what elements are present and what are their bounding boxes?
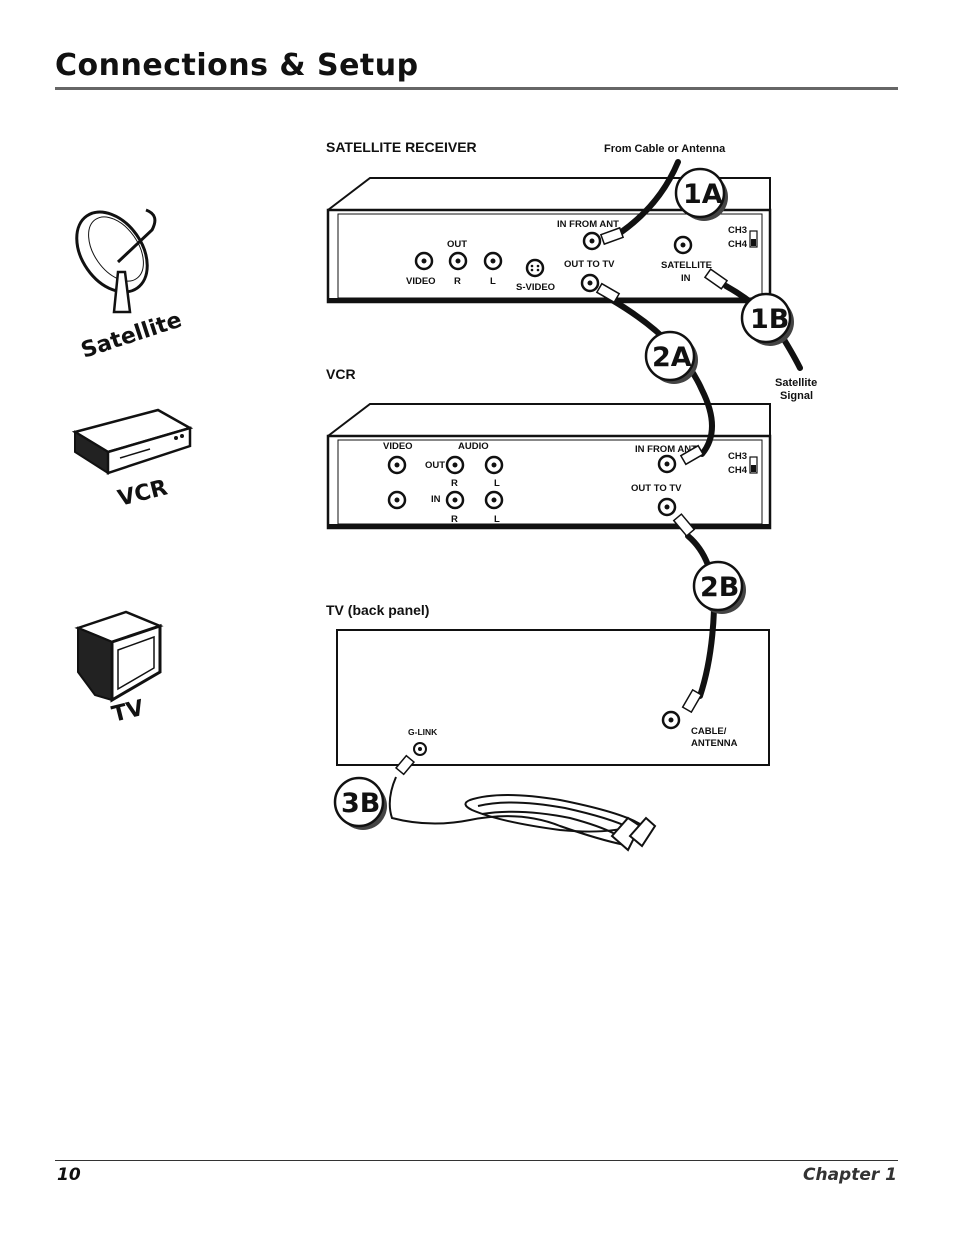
tv-heading: TV (back panel) — [326, 602, 429, 618]
vcr-audio-out-r-jack — [445, 455, 465, 475]
satellite-receiver-box — [326, 177, 772, 304]
vcr-out-to-tv-jack — [657, 497, 677, 517]
vcr-heading: VCR — [326, 366, 356, 382]
svg-text:2A: 2A — [652, 342, 692, 373]
step-badge-1b: 1B — [740, 292, 794, 346]
vcr-ch4-label: CH4 — [728, 465, 748, 476]
step-badge-1a: 1A — [674, 167, 728, 221]
tv-cable-label-1: CABLE/ — [691, 726, 727, 737]
vcr-in-r-label: R — [451, 514, 458, 525]
vcr-icon — [71, 408, 194, 475]
vcr-in-from-ant-jack — [657, 454, 677, 474]
cable-2a — [595, 282, 715, 466]
sat-in-label: IN — [681, 273, 691, 284]
vcr-video-label: VIDEO — [383, 441, 413, 452]
svg-text:3B: 3B — [341, 788, 380, 819]
vcr-in-from-ant-label: IN FROM ANT — [635, 444, 697, 455]
sat-in-from-ant-label: IN FROM ANT — [557, 219, 619, 230]
sat-audio-l-jack — [483, 251, 503, 271]
cable-3b-g-link — [388, 754, 657, 852]
sat-r-label: R — [454, 276, 461, 287]
sat-l-label: L — [490, 276, 496, 287]
sat-ch4-label: CH4 — [728, 239, 748, 250]
svg-text:1B: 1B — [750, 304, 789, 335]
vcr-out-to-tv-label: OUT TO TV — [631, 483, 682, 494]
sat-video-jack — [414, 251, 434, 271]
tv-icon-label: TV — [109, 696, 146, 728]
footer-rule — [55, 1160, 898, 1161]
sat-in-from-ant-jack — [582, 231, 602, 251]
page-title: Connections & Setup — [55, 48, 419, 83]
sat-ch3-label: CH3 — [728, 225, 747, 236]
satellite-signal-label-2: Signal — [780, 390, 813, 402]
title-rule — [55, 87, 898, 90]
tv-icon — [74, 610, 164, 703]
vcr-icon-label: VCR — [115, 475, 170, 511]
tv-cable-antenna-jack — [661, 710, 681, 730]
vcr-in-label: IN — [431, 494, 441, 505]
from-cable-label: From Cable or Antenna — [604, 143, 726, 155]
step-badge-2b: 2B — [692, 560, 746, 614]
vcr-audio-out-l-jack — [484, 455, 504, 475]
sat-audio-r-jack — [448, 251, 468, 271]
vcr-audio-in-l-jack — [484, 490, 504, 510]
satellite-receiver-heading: SATELLITE RECEIVER — [326, 139, 477, 155]
vcr-out-label: OUT — [425, 460, 445, 471]
satellite-icon-label: Satellite — [78, 308, 185, 364]
satellite-signal-label-1: Satellite — [775, 377, 817, 389]
sat-out-to-tv-jack — [580, 273, 600, 293]
sat-s-video-label: S-VIDEO — [516, 282, 555, 293]
vcr-video-out-jack — [387, 455, 407, 475]
vcr-audio-in-r-jack — [445, 490, 465, 510]
sat-out-to-tv-label: OUT TO TV — [564, 259, 615, 270]
sat-s-video-jack — [525, 258, 545, 278]
satellite-dish-icon — [75, 208, 157, 314]
svg-text:1A: 1A — [683, 179, 723, 210]
vcr-video-in-jack — [387, 490, 407, 510]
sat-video-label: VIDEO — [406, 276, 436, 287]
tv-g-link-jack — [413, 742, 427, 756]
sat-satellite-in-jack — [673, 235, 693, 255]
cable-1a — [599, 159, 681, 246]
page-number: 10 — [57, 1165, 81, 1185]
sat-out-label: OUT — [447, 239, 467, 250]
tv-g-link-label: G-LINK — [408, 727, 438, 737]
tv-cable-label-2: ANTENNA — [691, 738, 738, 749]
vcr-out-l-label: L — [494, 478, 500, 489]
vcr-out-r-label: R — [451, 478, 458, 489]
step-badge-2a: 2A — [644, 330, 698, 384]
vcr-audio-label: AUDIO — [458, 441, 489, 452]
sat-satellite-label: SATELLITE — [661, 260, 712, 271]
vcr-in-l-label: L — [494, 514, 500, 525]
svg-text:2B: 2B — [700, 572, 739, 603]
step-badge-3b: 3B — [333, 776, 387, 830]
chapter-label: Chapter 1 — [802, 1165, 897, 1185]
vcr-ch3-label: CH3 — [728, 451, 747, 462]
